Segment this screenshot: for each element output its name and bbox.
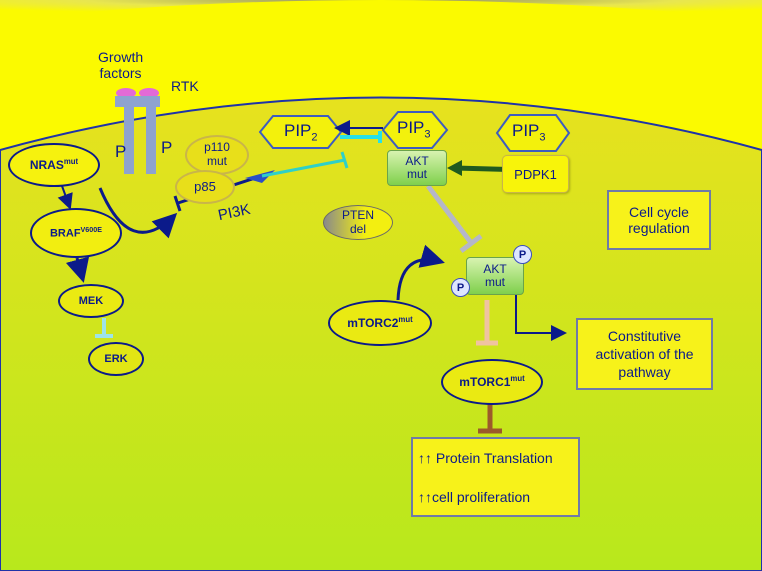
nras-to-pi3k-arrow xyxy=(98,187,178,239)
pten-del-node: PTEN del xyxy=(323,205,393,240)
rtk-chain-right xyxy=(146,104,156,174)
braf-to-mek-arrow xyxy=(65,256,90,283)
cell-proliferation-label: cell proliferation xyxy=(432,489,531,505)
phospho-left-label: P xyxy=(115,142,127,161)
pdpk1-node: PDPK1 xyxy=(502,155,569,193)
pi3k-arrowhead xyxy=(245,170,275,183)
mtorc2-to-akt-arrow xyxy=(396,244,445,301)
up-arrows-icon: ↑↑ xyxy=(418,450,432,466)
braf-superscript: V600E xyxy=(80,225,102,234)
growth-factor-ligand-right xyxy=(139,88,159,98)
pten-inhibition-line xyxy=(261,158,346,178)
pdpk1-arrowhead xyxy=(447,160,462,176)
akt-translocation-bar xyxy=(459,234,483,253)
cell-proliferation-row: ↑↑cell proliferation xyxy=(418,489,530,505)
erk-node: ERK xyxy=(88,342,144,376)
top-shading xyxy=(0,0,762,20)
cell-cycle-regulation-box: Cell cycle regulation xyxy=(607,190,711,250)
pip2-label: PIP2 xyxy=(284,121,318,144)
protein-translation-label: Protein Translation xyxy=(435,450,553,466)
akt-mut-cytosolic-node: AKT mut xyxy=(466,257,524,295)
akt-translocation-line xyxy=(426,184,474,246)
outcome-box: ↑↑ Protein Translation ↑↑cell proliferat… xyxy=(411,437,580,517)
akt-to-constitutive-arrow xyxy=(515,292,567,341)
phospho-akt-top-tag: P xyxy=(513,245,532,264)
phospho-akt-left-tag: P xyxy=(451,278,470,297)
pip3-center-label: PIP3 xyxy=(397,118,431,141)
nras-mut-node: NRASmut xyxy=(8,143,100,187)
constitutive-activation-box: Constitutive activation of the pathway xyxy=(576,318,713,390)
mtorc2-label: mTORC2 xyxy=(347,315,399,330)
pip3-hexagon-right xyxy=(495,114,571,152)
pip3-right-label: PIP3 xyxy=(512,121,546,144)
pi3k-bar xyxy=(173,195,182,212)
mtorc2-superscript: mut xyxy=(398,314,413,324)
mtorc1-mut-node: mTORC1mut xyxy=(441,359,543,405)
p85-node: p85 xyxy=(175,170,235,204)
pten-inhibition-bar xyxy=(340,151,349,169)
mtorc2-mut-node: mTORC2mut xyxy=(328,300,432,346)
pip2-hexagon xyxy=(258,115,343,149)
rtk-extracellular-domain xyxy=(115,96,160,107)
akt-mut-membrane-node: AKT mut xyxy=(387,150,447,186)
p110-mut-node: p110 mut xyxy=(185,135,249,175)
rtk-label: RTK xyxy=(171,78,199,94)
nras-superscript: mut xyxy=(63,156,79,166)
growth-factors-label: Growth factors xyxy=(98,49,144,82)
nras-to-braf-arrow xyxy=(57,185,73,210)
mtorc1-label: mTORC1 xyxy=(459,374,511,389)
rtk-chain-left xyxy=(124,104,134,174)
braf-label: BRAF xyxy=(49,227,81,240)
braf-v600e-node: BRAFV600E xyxy=(30,208,122,258)
up-arrows-icon: ↑↑ xyxy=(418,489,432,505)
mtorc1-superscript: mut xyxy=(510,373,525,383)
protein-translation-row: ↑↑ Protein Translation xyxy=(418,450,553,466)
mek-node: MEK xyxy=(58,284,124,318)
pip3-hexagon-center xyxy=(381,111,449,149)
phospho-right-label: P xyxy=(161,138,173,157)
nras-label: NRAS xyxy=(29,157,64,172)
growth-factor-ligand-left xyxy=(116,88,136,98)
